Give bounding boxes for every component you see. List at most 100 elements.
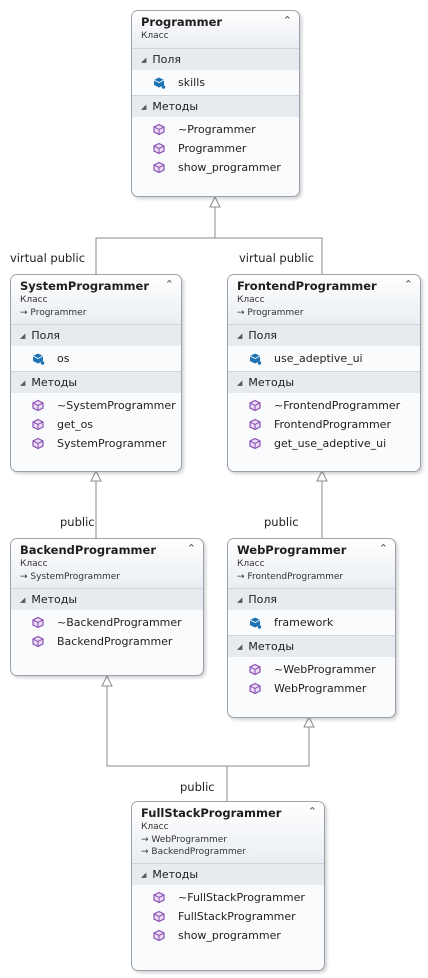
class-name: FullStackProgrammer <box>141 806 282 820</box>
method-name: ~Programmer <box>178 123 256 136</box>
method-item[interactable]: WebProgrammer <box>228 679 395 698</box>
method-item[interactable]: SystemProgrammer <box>11 434 181 453</box>
section-methods[interactable]: ◢Методы <box>11 588 203 610</box>
field-item[interactable]: os <box>11 349 181 368</box>
method-item[interactable]: show_programmer <box>132 158 299 177</box>
method-name: ~WebProgrammer <box>274 663 376 676</box>
method-icon <box>248 663 262 676</box>
method-name: Programmer <box>178 142 247 155</box>
inherits-arrow-icon: → <box>141 847 149 857</box>
field-item[interactable]: use_adeptive_ui <box>228 349 420 368</box>
method-item[interactable]: ~SystemProgrammer <box>11 396 181 415</box>
collapse-chevron-icon[interactable]: ⌃︎ <box>307 805 317 818</box>
collapse-chevron-icon[interactable]: ⌃︎ <box>378 542 388 555</box>
collapse-triangle-icon[interactable]: ◢ <box>141 871 147 879</box>
collapse-chevron-icon[interactable]: ⌃︎ <box>186 542 196 555</box>
method-name: SystemProgrammer <box>57 437 167 450</box>
class-header[interactable]: FrontendProgrammer Класс → Programmer ⌃︎ <box>228 275 420 324</box>
section-methods[interactable]: ◢ Методы <box>132 95 299 117</box>
class-header[interactable]: FullStackProgrammer Класс → WebProgramme… <box>132 802 324 863</box>
section-fields[interactable]: ◢Поля <box>132 48 299 70</box>
class-header[interactable]: Programmer Класс ⌃︎ <box>132 11 299 48</box>
method-name: FullStackProgrammer <box>178 910 296 923</box>
method-item[interactable]: get_os <box>11 415 181 434</box>
collapse-triangle-icon[interactable]: ◢ <box>237 332 243 340</box>
field-name: os <box>57 352 70 365</box>
field-name: skills <box>178 76 206 89</box>
collapse-triangle-icon[interactable]: ◢ <box>20 596 26 604</box>
inherits-arrow-icon: → <box>237 308 245 318</box>
method-item[interactable]: ~WebProgrammer <box>228 660 395 679</box>
field-item[interactable]: framework <box>228 613 395 632</box>
section-fields[interactable]: ◢Поля <box>228 588 395 610</box>
section-methods[interactable]: ◢Методы <box>11 371 181 393</box>
collapse-triangle-icon[interactable]: ◢ <box>141 103 147 111</box>
method-item[interactable]: ~BackendProgrammer <box>11 613 203 632</box>
base-class-name: FrontendProgrammer <box>247 572 344 582</box>
section-methods[interactable]: ◢Методы <box>228 371 420 393</box>
connector-fullstack-parents <box>106 686 310 767</box>
field-icon <box>248 352 262 365</box>
method-icon <box>248 399 262 412</box>
collapse-triangle-icon[interactable]: ◢ <box>237 643 243 651</box>
class-box-programmer[interactable]: Programmer Класс ⌃︎ ◢Поля skills ◢ Методы… <box>131 10 300 197</box>
inheritance-label-backend: public <box>60 515 95 529</box>
collapse-triangle-icon[interactable]: ◢ <box>237 379 243 387</box>
method-icon <box>31 616 45 629</box>
class-kind: Класс <box>141 31 169 41</box>
method-item[interactable]: get_use_adeptive_ui <box>228 434 420 453</box>
method-item[interactable]: ~Programmer <box>132 120 299 139</box>
method-name: ~BackendProgrammer <box>57 616 182 629</box>
method-item[interactable]: Programmer <box>132 139 299 158</box>
method-icon <box>152 142 166 155</box>
class-box-webprogrammer[interactable]: WebProgrammer Класс → FrontendProgrammer… <box>227 538 396 718</box>
class-header[interactable]: BackendProgrammer Класс → SystemProgramm… <box>11 539 203 588</box>
method-item[interactable]: ~FullStackProgrammer <box>132 888 324 907</box>
method-icon <box>31 399 45 412</box>
base-class-ref: → SystemProgrammer <box>20 571 195 583</box>
arrowhead-frontend <box>316 469 328 482</box>
class-header[interactable]: SystemProgrammer Класс → Programmer ⌃︎ <box>11 275 181 324</box>
method-item[interactable]: show_programmer <box>132 926 324 945</box>
method-item[interactable]: ~FrontendProgrammer <box>228 396 420 415</box>
field-item[interactable]: skills <box>132 73 299 92</box>
class-header[interactable]: WebProgrammer Класс → FrontendProgrammer… <box>228 539 395 588</box>
section-methods-label: Методы <box>248 640 295 653</box>
method-icon <box>31 437 45 450</box>
class-name: FrontendProgrammer <box>237 279 377 293</box>
class-box-systemprogrammer[interactable]: SystemProgrammer Класс → Programmer ⌃︎ ◢… <box>10 274 182 472</box>
class-box-fullstackprogrammer[interactable]: FullStackProgrammer Класс → WebProgramme… <box>131 801 325 971</box>
inheritance-label-web: public <box>264 515 299 529</box>
method-icon <box>152 929 166 942</box>
inherits-arrow-icon: → <box>237 572 245 582</box>
arrowhead-web <box>303 715 315 728</box>
base-class-ref: → WebProgrammer <box>141 834 316 846</box>
collapse-triangle-icon[interactable]: ◢ <box>20 332 26 340</box>
method-icon <box>31 418 45 431</box>
section-fields[interactable]: ◢Поля <box>11 324 181 346</box>
method-item[interactable]: FrontendProgrammer <box>228 415 420 434</box>
method-icon <box>31 635 45 648</box>
method-name: BackendProgrammer <box>57 635 173 648</box>
class-box-backendprogrammer[interactable]: BackendProgrammer Класс → SystemProgramm… <box>10 538 204 676</box>
section-fields[interactable]: ◢Поля <box>228 324 420 346</box>
inherits-arrow-icon: → <box>20 308 28 318</box>
collapse-chevron-icon[interactable]: ⌃︎ <box>403 278 413 291</box>
collapse-triangle-icon[interactable]: ◢ <box>20 379 26 387</box>
section-methods-label: Методы <box>152 100 199 113</box>
inheritance-label-frontend: virtual public <box>239 251 315 265</box>
base-class-name: Programmer <box>247 308 304 318</box>
collapse-triangle-icon[interactable]: ◢ <box>141 56 147 64</box>
method-item[interactable]: FullStackProgrammer <box>132 907 324 926</box>
inherits-arrow-icon: → <box>20 572 28 582</box>
collapse-chevron-icon[interactable]: ⌃︎ <box>164 278 174 291</box>
method-item[interactable]: BackendProgrammer <box>11 632 203 651</box>
collapse-chevron-icon[interactable]: ⌃︎ <box>282 14 292 27</box>
arrowhead-programmer <box>209 195 221 208</box>
class-box-frontendprogrammer[interactable]: FrontendProgrammer Класс → Programmer ⌃︎… <box>227 274 421 472</box>
connector-programmer-children <box>95 237 323 276</box>
collapse-triangle-icon[interactable]: ◢ <box>237 596 243 604</box>
section-methods[interactable]: ◢ Методы <box>228 635 395 657</box>
section-methods[interactable]: ◢Методы <box>132 863 324 885</box>
